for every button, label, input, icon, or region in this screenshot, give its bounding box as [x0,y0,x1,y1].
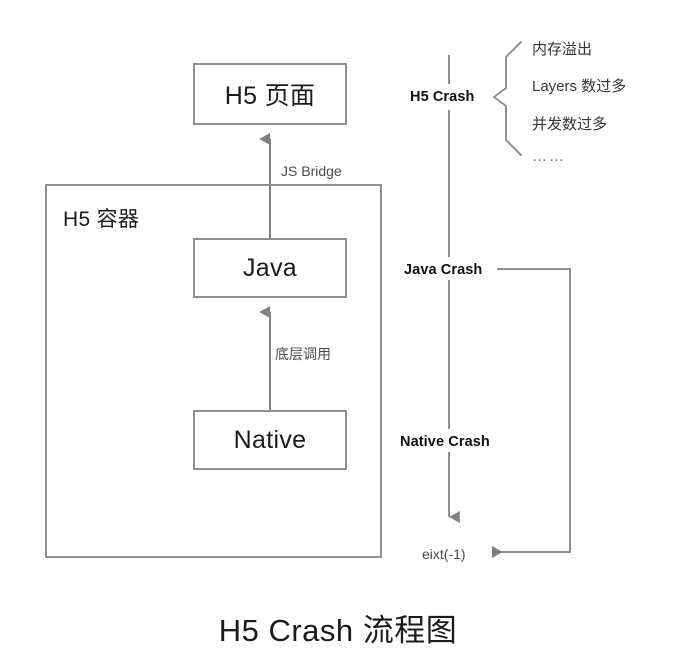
h5-container-box [45,184,382,558]
h5-crash-reason-brace [493,41,522,156]
crash-label-native-crash: Native Crash [400,434,490,450]
node-h5-page: H5 页面 [193,63,347,125]
h5-container-label: H5 容器 [63,208,140,231]
node-h5-page-label: H5 页面 [224,82,316,110]
edge-label-js-bridge: JS Bridge [281,163,342,179]
diagram-title: H5 Crash 流程图 [218,613,458,648]
node-java-label: Java [242,253,297,282]
node-native: Native [193,410,347,470]
h5-crash-reason-item: 内存溢出 [532,41,593,58]
h5-crash-reason-item: …… [532,148,566,165]
h5-crash-reason-item: Layers 数过多 [532,78,627,95]
node-native-label: Native [233,425,307,454]
node-java: Java [193,238,347,298]
crash-label-java-crash: Java Crash [404,262,483,278]
edge-label-di-ceng-diao-yong: 底层调用 [275,346,331,362]
h5-crash-reason-item: 并发数过多 [532,116,608,133]
crash-label-exit: eixt(-1) [422,546,466,562]
crash-label-h5-crash: H5 Crash [410,89,475,105]
java-crash-to-exit-loop [492,268,571,558]
